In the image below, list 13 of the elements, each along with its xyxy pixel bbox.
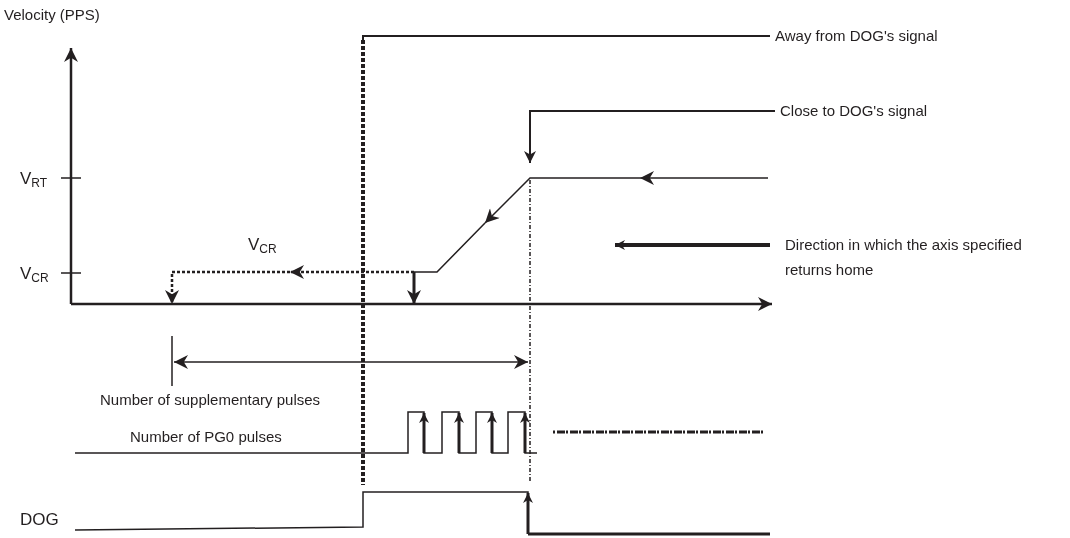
axis-title: Velocity (PPS) [4,5,100,25]
signal-label: DOG [20,509,59,531]
direction-note: Direction in which the axis specified returns home [785,235,1023,280]
axis-tick-label: V$_{RT}$ [20,168,48,192]
curve-label: V$_{CR}$ [248,234,277,258]
leader-line [524,110,776,164]
signal-label: Number of PG0 pulses [130,427,282,447]
dimension-label: Number of supplementary pulses [100,390,321,410]
leader-line [362,35,771,41]
velocity-profile-drawing [165,171,769,304]
callout-text: Away from DOG's signal [775,26,938,46]
axis-tick-label: V$_{CR}$ [20,263,49,287]
callout-text: Close to DOG's signal [780,101,928,121]
